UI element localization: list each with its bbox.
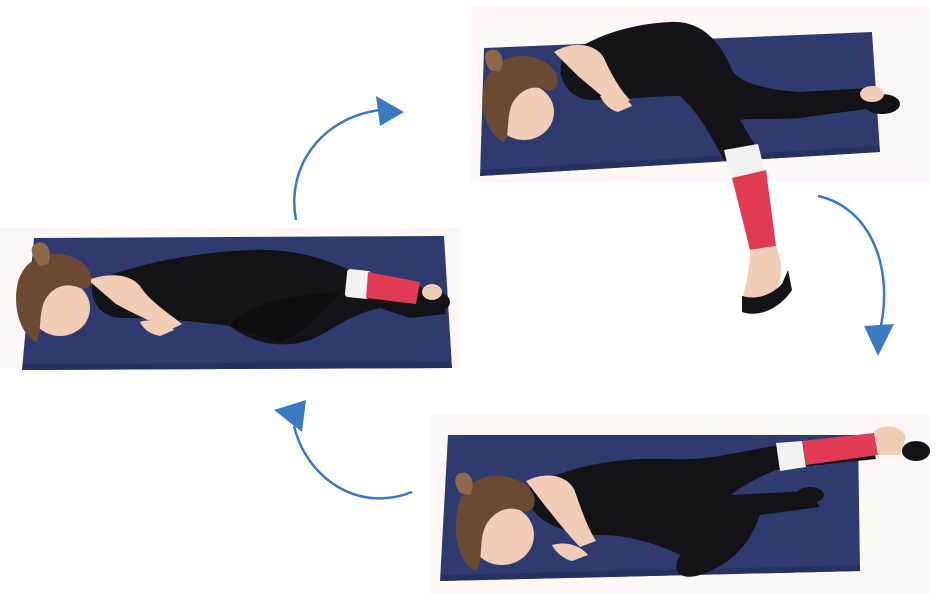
arrow-down-left <box>266 396 416 506</box>
arrow-down-right <box>812 190 912 360</box>
exercise-panel-start <box>0 222 460 372</box>
arrow-up-right <box>280 88 410 228</box>
exercise-panel-extend <box>430 395 930 600</box>
